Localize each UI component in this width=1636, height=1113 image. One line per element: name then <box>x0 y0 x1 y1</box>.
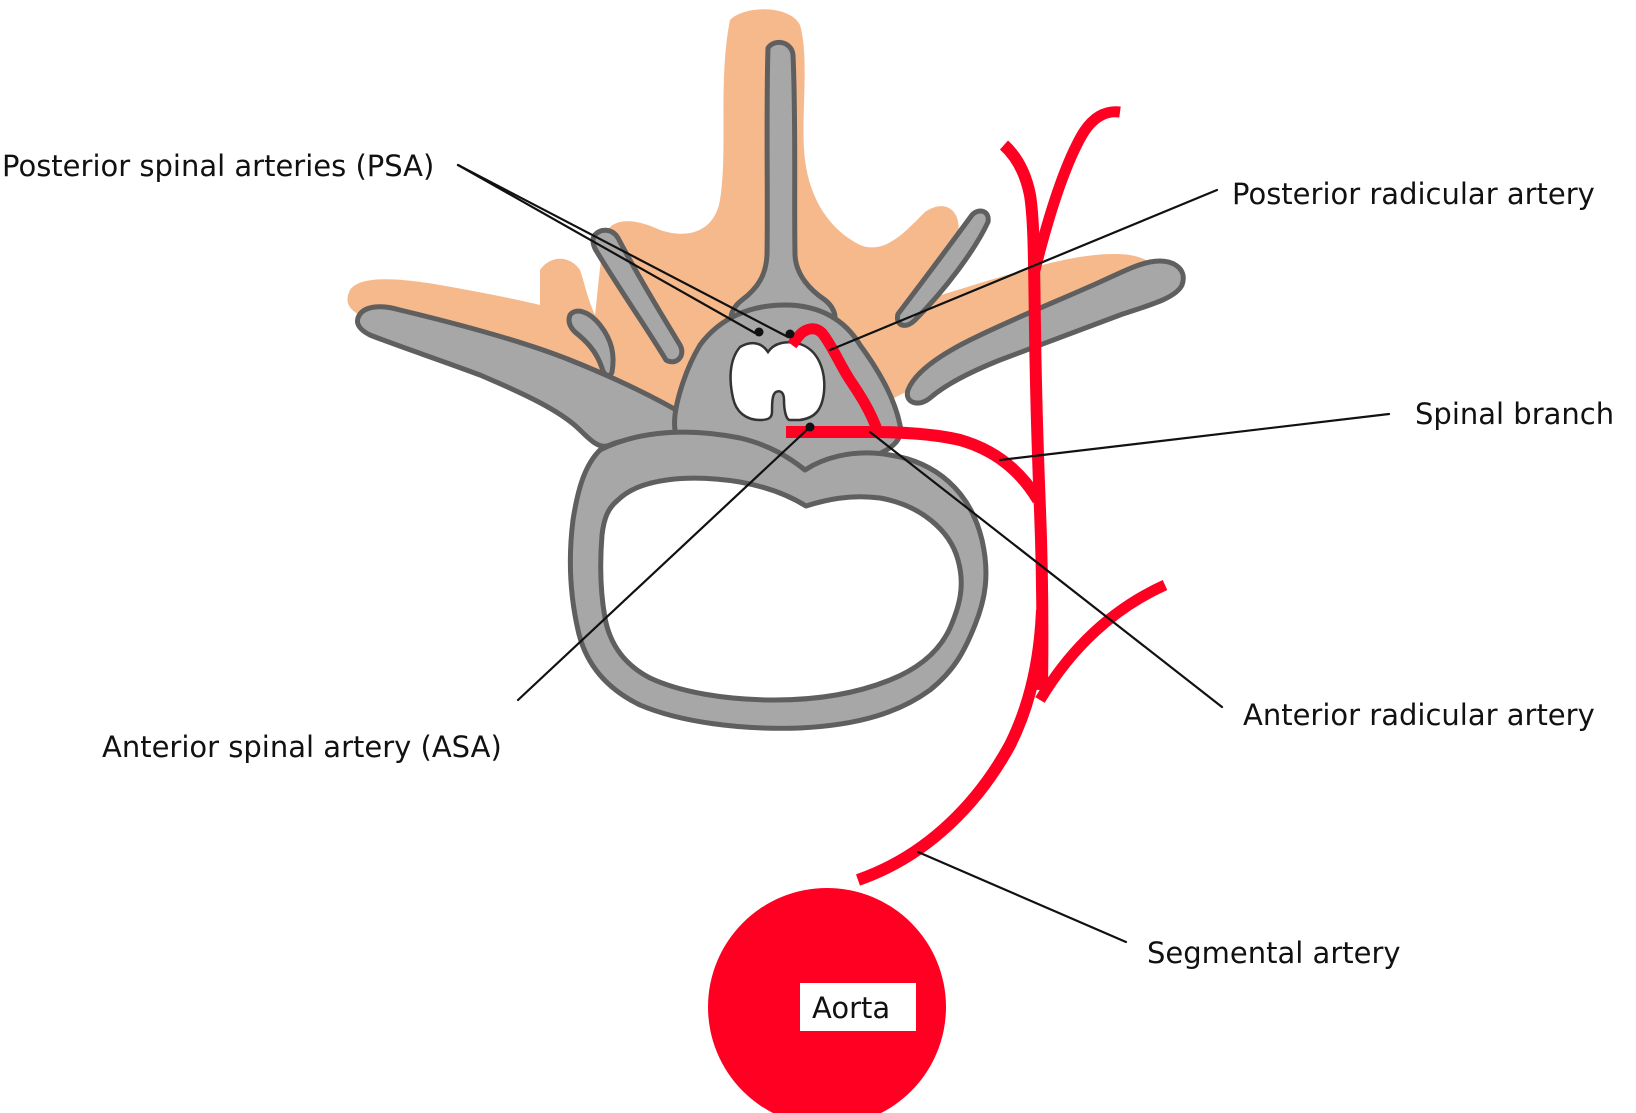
leader-anterior-radicular <box>868 430 1224 709</box>
right-articular-process <box>894 208 991 328</box>
leader-posterior-radicular <box>828 188 1219 352</box>
label-asa: Anterior spinal artery (ASA) <box>102 730 502 764</box>
lateral-branch-upper <box>1029 106 1121 272</box>
soft-tissue-spinous <box>347 9 1158 439</box>
leader-psa-2 <box>456 163 790 339</box>
label-spinal-branch: Spinal branch <box>1415 397 1614 431</box>
soft-tissue <box>347 9 1158 439</box>
right-transverse-process <box>904 258 1186 406</box>
psa-dot-right <box>785 329 795 339</box>
leader-segmental <box>916 850 1128 944</box>
leader-psa-1 <box>456 163 757 335</box>
label-anterior-radicular: Anterior radicular artery <box>1243 698 1595 732</box>
psa-dot-left <box>754 327 764 337</box>
vertebral-body <box>567 429 989 731</box>
asa-dot <box>805 422 815 432</box>
left-articular-process <box>590 227 685 365</box>
spinal-branch <box>874 426 1044 504</box>
leader-asa <box>516 425 812 702</box>
ascending-trunk <box>999 140 1049 691</box>
lateral-branch-lower <box>1035 579 1168 703</box>
aorta-label: Aorta <box>812 991 890 1025</box>
label-psa: Posterior spinal arteries (PSA) <box>2 149 434 183</box>
posterior-radicular-artery <box>787 323 884 434</box>
leader-spinal-branch <box>998 412 1391 462</box>
aorta-label-box <box>800 983 916 1031</box>
leader-lines <box>456 163 1391 944</box>
label-posterior-radicular: Posterior radicular artery <box>1232 177 1595 211</box>
label-segmental: Segmental artery <box>1147 936 1401 970</box>
labels: Posterior spinal arteries (PSA) Posterio… <box>2 149 1614 970</box>
arteries: Aorta <box>708 106 1168 1113</box>
